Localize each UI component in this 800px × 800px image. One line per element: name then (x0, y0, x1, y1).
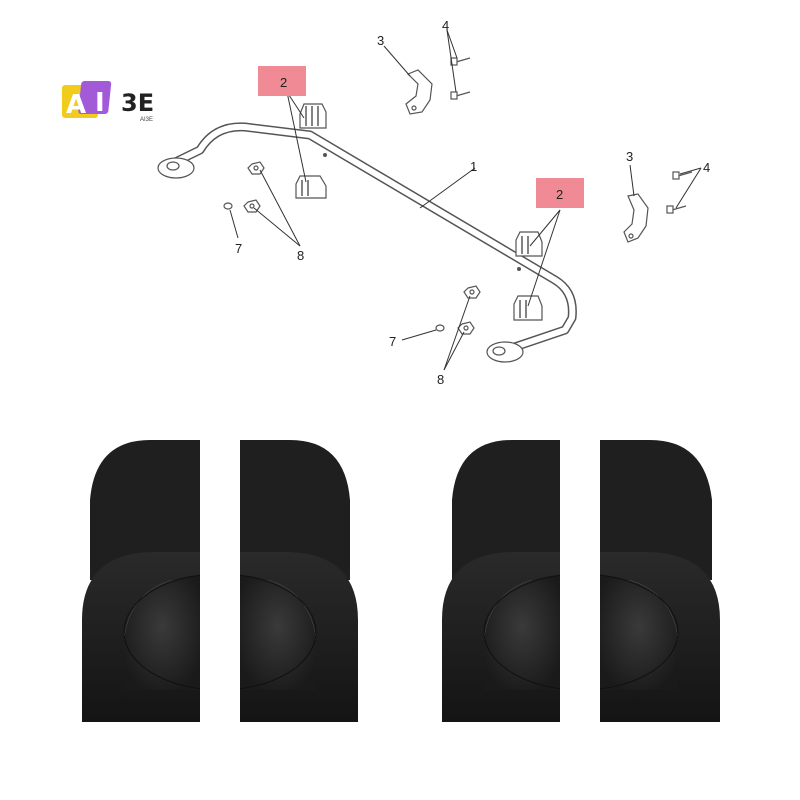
bushing-pair-right (442, 430, 720, 730)
bolt-left-upper (450, 57, 471, 66)
logo-letters-3e: 3E (121, 89, 154, 117)
callout-2-left: 2 (280, 75, 287, 90)
logo-letter-i: I (95, 88, 105, 118)
bolt-right-lower (666, 205, 687, 214)
bushing-left-front-right-half (240, 552, 358, 722)
bushing-left-inner-bore-right (240, 575, 316, 690)
bushing-right-inner-bore-right (600, 575, 678, 690)
bushing-right-back-left-half (452, 440, 560, 580)
nut-right-2 (457, 321, 475, 335)
bushing-pair-left (82, 430, 358, 730)
callout-3-left: 3 (377, 33, 384, 48)
logo-purple-block (78, 81, 112, 114)
bushing-left-upper (299, 103, 327, 129)
nut-left-2 (243, 199, 261, 213)
brand-logo: A I 3E AI3E (62, 81, 154, 123)
bushing-right-front-left-half (442, 552, 560, 722)
stud-right (435, 324, 445, 332)
bushing-left-inner-bore-left (124, 575, 200, 690)
bushing-left-back-left-half (90, 440, 200, 580)
bushing-right-back-right-half (600, 440, 712, 580)
bolt-right-upper (672, 171, 693, 180)
callout-4-right: 4 (703, 160, 710, 175)
highlight-box-right (536, 178, 584, 208)
bushing-right-front-right-half (600, 552, 720, 722)
callout-8-right: 8 (437, 372, 444, 387)
leader-lines (229, 29, 702, 371)
bushing-right-lower (513, 295, 543, 321)
bracket-right (623, 193, 649, 243)
highlight-box-left (258, 66, 306, 96)
stabilizer-bar (157, 122, 577, 363)
exploded-diagram (157, 29, 702, 371)
logo-caption: AI3E (140, 117, 153, 123)
bushing-right-inner-bore-left (484, 575, 560, 690)
callout-1: 1 (470, 159, 477, 174)
bracket-left (405, 69, 433, 115)
callout-7-left: 7 (235, 241, 242, 256)
bolt-left-lower (450, 91, 471, 100)
callout-3-right: 3 (626, 149, 633, 164)
logo-letter-a: A (66, 90, 86, 120)
callout-2-right: 2 (556, 187, 563, 202)
nut-right-1 (463, 285, 481, 299)
callout-4-left: 4 (442, 18, 449, 33)
callout-7-right: 7 (389, 334, 396, 349)
bushing-right-upper (515, 231, 543, 257)
stud-left (223, 202, 233, 210)
callout-8-left: 8 (297, 248, 304, 263)
bushing-left-back-right-half (240, 440, 350, 580)
bushing-left-lower (295, 175, 327, 199)
bushing-left-front-left-half (82, 552, 200, 722)
